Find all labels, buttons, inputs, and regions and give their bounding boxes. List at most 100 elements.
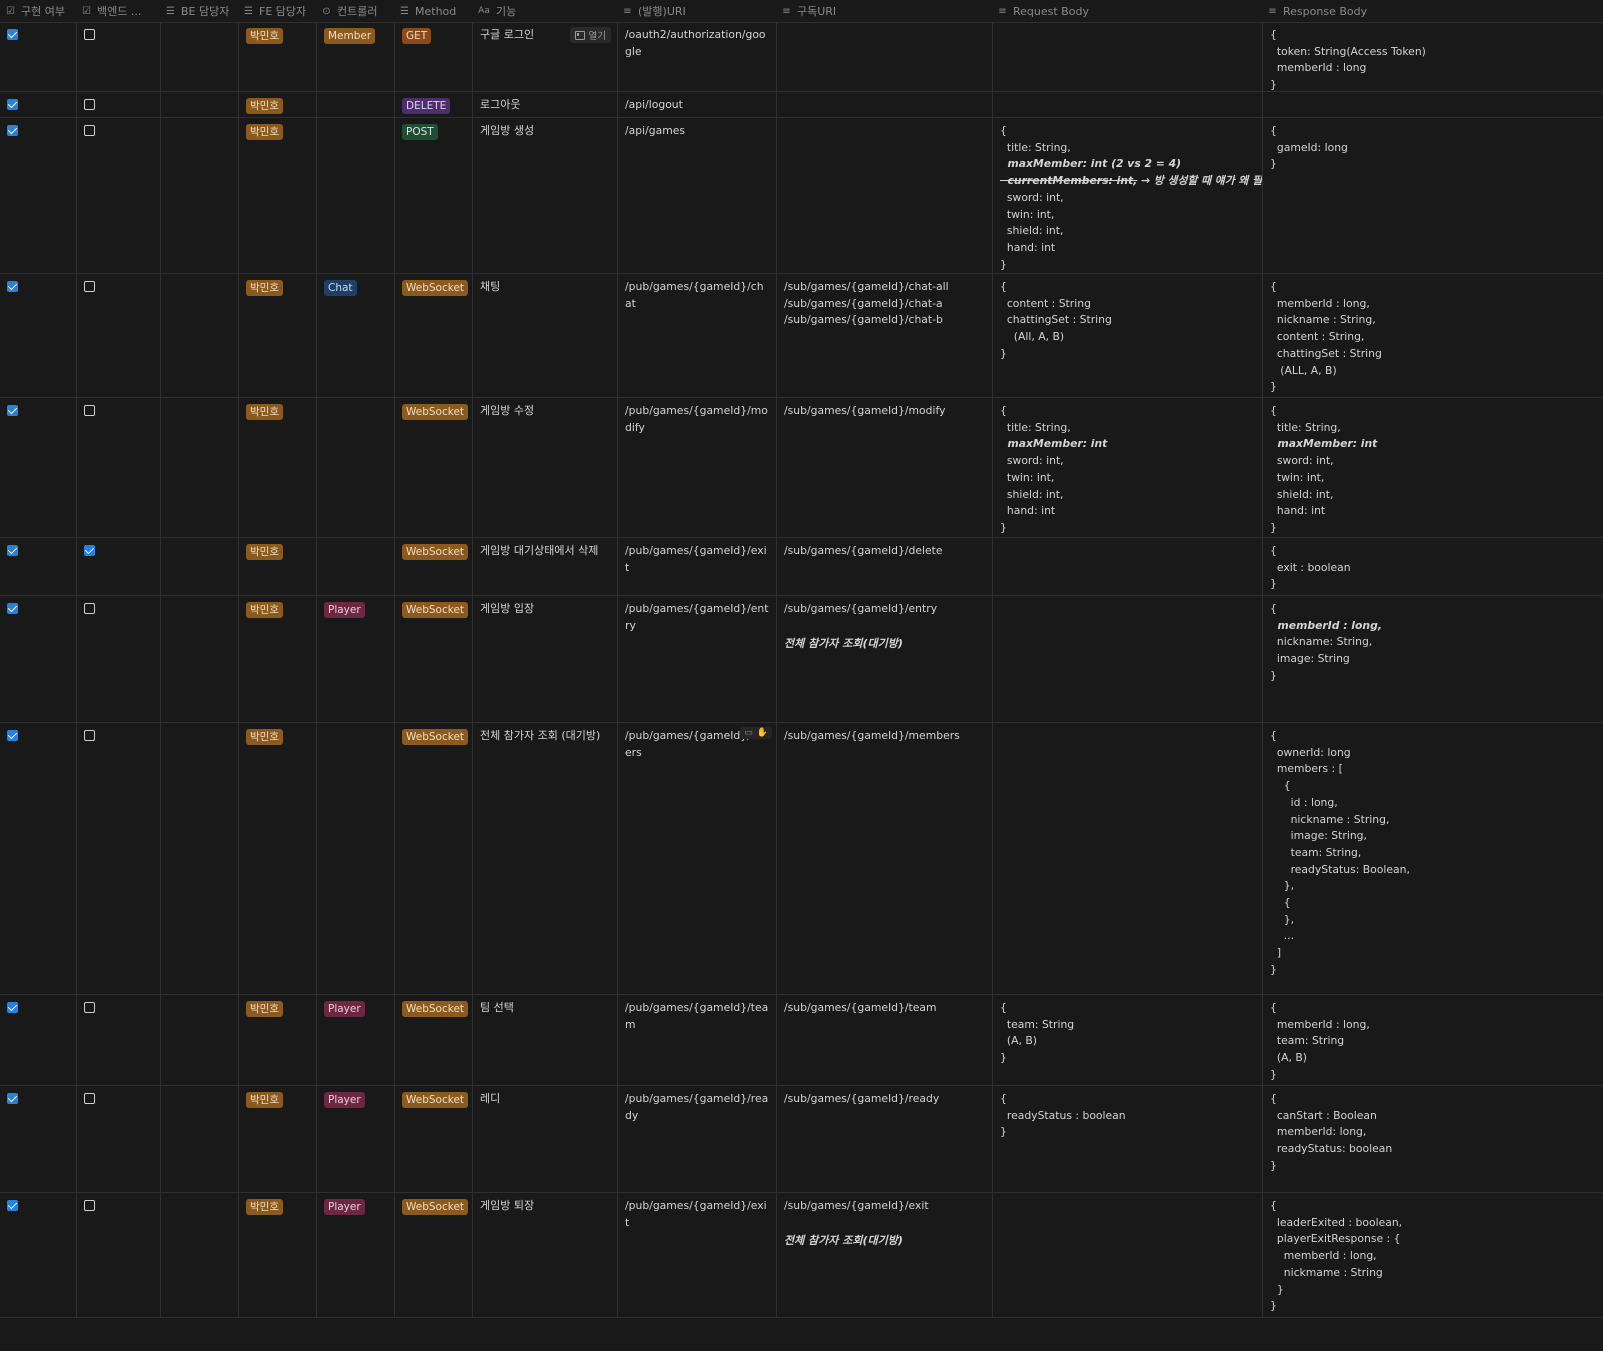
- cell-pub_uri[interactable]: /pub/games/{gameId}/exit: [617, 538, 776, 595]
- cell-done[interactable]: [0, 596, 76, 722]
- pub-uri[interactable]: /pub/games/{gameId}/chat: [625, 280, 764, 310]
- pub-uri[interactable]: /pub/games/{gameId}/team: [625, 1001, 769, 1031]
- cell-request[interactable]: [992, 596, 1262, 722]
- backend-checkbox[interactable]: [84, 125, 95, 136]
- cell-backend[interactable]: [76, 1086, 160, 1192]
- cell-sub_uri[interactable]: [776, 22, 992, 91]
- cell-done[interactable]: [0, 723, 76, 994]
- cell-request[interactable]: { readyStatus : boolean}: [992, 1086, 1262, 1192]
- backend-checkbox[interactable]: [84, 1200, 95, 1211]
- cell-pub_uri[interactable]: /api/games: [617, 118, 776, 273]
- pub-uri[interactable]: /api/logout: [625, 98, 683, 111]
- cell-done[interactable]: [0, 1086, 76, 1192]
- sub-uri[interactable]: /sub/games/{gameId}/team: [784, 1001, 937, 1014]
- sub-uri[interactable]: /sub/games/{gameId}/exit: [784, 1199, 929, 1212]
- pub-uri[interactable]: /pub/games/{gameId}/ready: [625, 1092, 769, 1122]
- cell-backend[interactable]: [76, 274, 160, 397]
- backend-checkbox[interactable]: [84, 405, 95, 416]
- cell-request[interactable]: { content : String chattingSet : String …: [992, 274, 1262, 397]
- pub-uri[interactable]: /pub/games/{gameId}/entry: [625, 602, 769, 632]
- sub-uri[interactable]: /sub/games/{gameId}/delete: [784, 544, 943, 557]
- cell-request[interactable]: [992, 1193, 1262, 1317]
- column-header-be_owner[interactable]: ☰BE 담당자: [160, 0, 238, 22]
- cell-pub_uri[interactable]: /pub/games/{gameId}/modify: [617, 398, 776, 537]
- cell-backend[interactable]: [76, 596, 160, 722]
- feature-title[interactable]: 채팅: [480, 280, 501, 293]
- cell-done[interactable]: [0, 398, 76, 537]
- cell-pub_uri[interactable]: /pub/games/{gameId}/entry: [617, 596, 776, 722]
- cell-feature[interactable]: 게임방 생성: [472, 118, 617, 273]
- feature-title[interactable]: 게임방 퇴장: [480, 1199, 535, 1212]
- done-checkbox[interactable]: [7, 281, 18, 292]
- cell-sub_uri[interactable]: /sub/games/{gameId}/ready: [776, 1086, 992, 1192]
- pub-uri[interactable]: /api/games: [625, 124, 685, 137]
- done-checkbox[interactable]: [7, 730, 18, 741]
- done-checkbox[interactable]: [7, 1093, 18, 1104]
- pub-uri[interactable]: /pub/games/{gameId}/modify: [625, 404, 768, 434]
- cell-response[interactable]: { exit : boolean}: [1262, 538, 1603, 595]
- open-page-button[interactable]: 열기: [569, 27, 611, 43]
- column-header-response[interactable]: ≡Response Body: [1262, 0, 1603, 22]
- comment-icon[interactable]: ▭: [744, 728, 753, 738]
- column-header-controller[interactable]: ⊙컨트롤러: [316, 0, 394, 22]
- sub-uri[interactable]: /sub/games/{gameId}/ready: [784, 1092, 940, 1105]
- pub-uri[interactable]: /pub/games/{gameId}/ ers: [625, 729, 751, 759]
- sub-uri[interactable]: /sub/games/{gameId}/members: [784, 729, 960, 742]
- sub-uri[interactable]: /sub/games/{gameId}/entry: [784, 602, 938, 615]
- cell-response[interactable]: { canStart : Boolean memberId: long, rea…: [1262, 1086, 1603, 1192]
- cell-done[interactable]: [0, 1193, 76, 1317]
- cell-request[interactable]: { title: String, maxMember: int (2 vs 2 …: [992, 118, 1262, 273]
- cell-feature[interactable]: 팀 선택: [472, 995, 617, 1085]
- done-checkbox[interactable]: [7, 125, 18, 136]
- cell-response[interactable]: [1262, 92, 1603, 117]
- feature-title[interactable]: 팀 선택: [480, 1001, 514, 1014]
- column-header-method[interactable]: ☰Method: [394, 0, 472, 22]
- cell-feature[interactable]: 게임방 대기상태에서 삭제: [472, 538, 617, 595]
- cell-request[interactable]: { title: String, maxMember: int sword: i…: [992, 398, 1262, 537]
- cell-backend[interactable]: [76, 723, 160, 994]
- cell-backend[interactable]: [76, 538, 160, 595]
- backend-checkbox[interactable]: [84, 29, 95, 40]
- cell-feature[interactable]: 레디: [472, 1086, 617, 1192]
- cell-done[interactable]: [0, 118, 76, 273]
- done-checkbox[interactable]: [7, 29, 18, 40]
- cell-feature[interactable]: 구글 로그인 열기: [472, 22, 617, 91]
- feature-title[interactable]: 전체 참가자 조회 (대기방): [480, 729, 601, 742]
- cell-pub_uri[interactable]: /pub/games/{gameId}/chat: [617, 274, 776, 397]
- done-checkbox[interactable]: [7, 1200, 18, 1211]
- backend-checkbox[interactable]: [84, 730, 95, 741]
- cell-pub_uri[interactable]: /pub/games/{gameId}/ready: [617, 1086, 776, 1192]
- cell-request[interactable]: [992, 538, 1262, 595]
- cell-sub_uri[interactable]: /sub/games/{gameId}/modify: [776, 398, 992, 537]
- pub-uri[interactable]: /pub/games/{gameId}/exit: [625, 544, 767, 574]
- cell-response[interactable]: { gameId: long}: [1262, 118, 1603, 273]
- backend-checkbox[interactable]: [84, 99, 95, 110]
- column-header-fe_owner[interactable]: ☰FE 담당자: [238, 0, 316, 22]
- done-checkbox[interactable]: [7, 545, 18, 556]
- cell-feature[interactable]: 전체 참가자 조회 (대기방): [472, 723, 617, 994]
- feature-title[interactable]: 게임방 생성: [480, 124, 535, 137]
- backend-checkbox[interactable]: [84, 1002, 95, 1013]
- cell-backend[interactable]: [76, 1193, 160, 1317]
- column-header-request[interactable]: ≡Request Body: [992, 0, 1262, 22]
- cell-backend[interactable]: [76, 22, 160, 91]
- backend-checkbox[interactable]: [84, 545, 95, 556]
- cell-feature[interactable]: 게임방 퇴장: [472, 1193, 617, 1317]
- cell-response[interactable]: { memberId : long, nickname : String, co…: [1262, 274, 1603, 397]
- backend-checkbox[interactable]: [84, 603, 95, 614]
- cell-request[interactable]: { team: String (A, B)}: [992, 995, 1262, 1085]
- feature-title[interactable]: 구글 로그인: [480, 28, 535, 41]
- cell-done[interactable]: [0, 22, 76, 91]
- pub-uri[interactable]: /pub/games/{gameId}/exit: [625, 1199, 767, 1229]
- cell-backend[interactable]: [76, 398, 160, 537]
- cell-feature[interactable]: 채팅: [472, 274, 617, 397]
- cell-backend[interactable]: [76, 118, 160, 273]
- column-header-pub_uri[interactable]: ≡(발행)URI: [617, 0, 776, 22]
- cell-sub_uri[interactable]: /sub/games/{gameId}/delete: [776, 538, 992, 595]
- feature-title[interactable]: 레디: [480, 1092, 501, 1105]
- cell-request[interactable]: [992, 22, 1262, 91]
- cell-response[interactable]: { ownerId: long members : [ { id : long,…: [1262, 723, 1603, 994]
- done-checkbox[interactable]: [7, 1002, 18, 1013]
- done-checkbox[interactable]: [7, 405, 18, 416]
